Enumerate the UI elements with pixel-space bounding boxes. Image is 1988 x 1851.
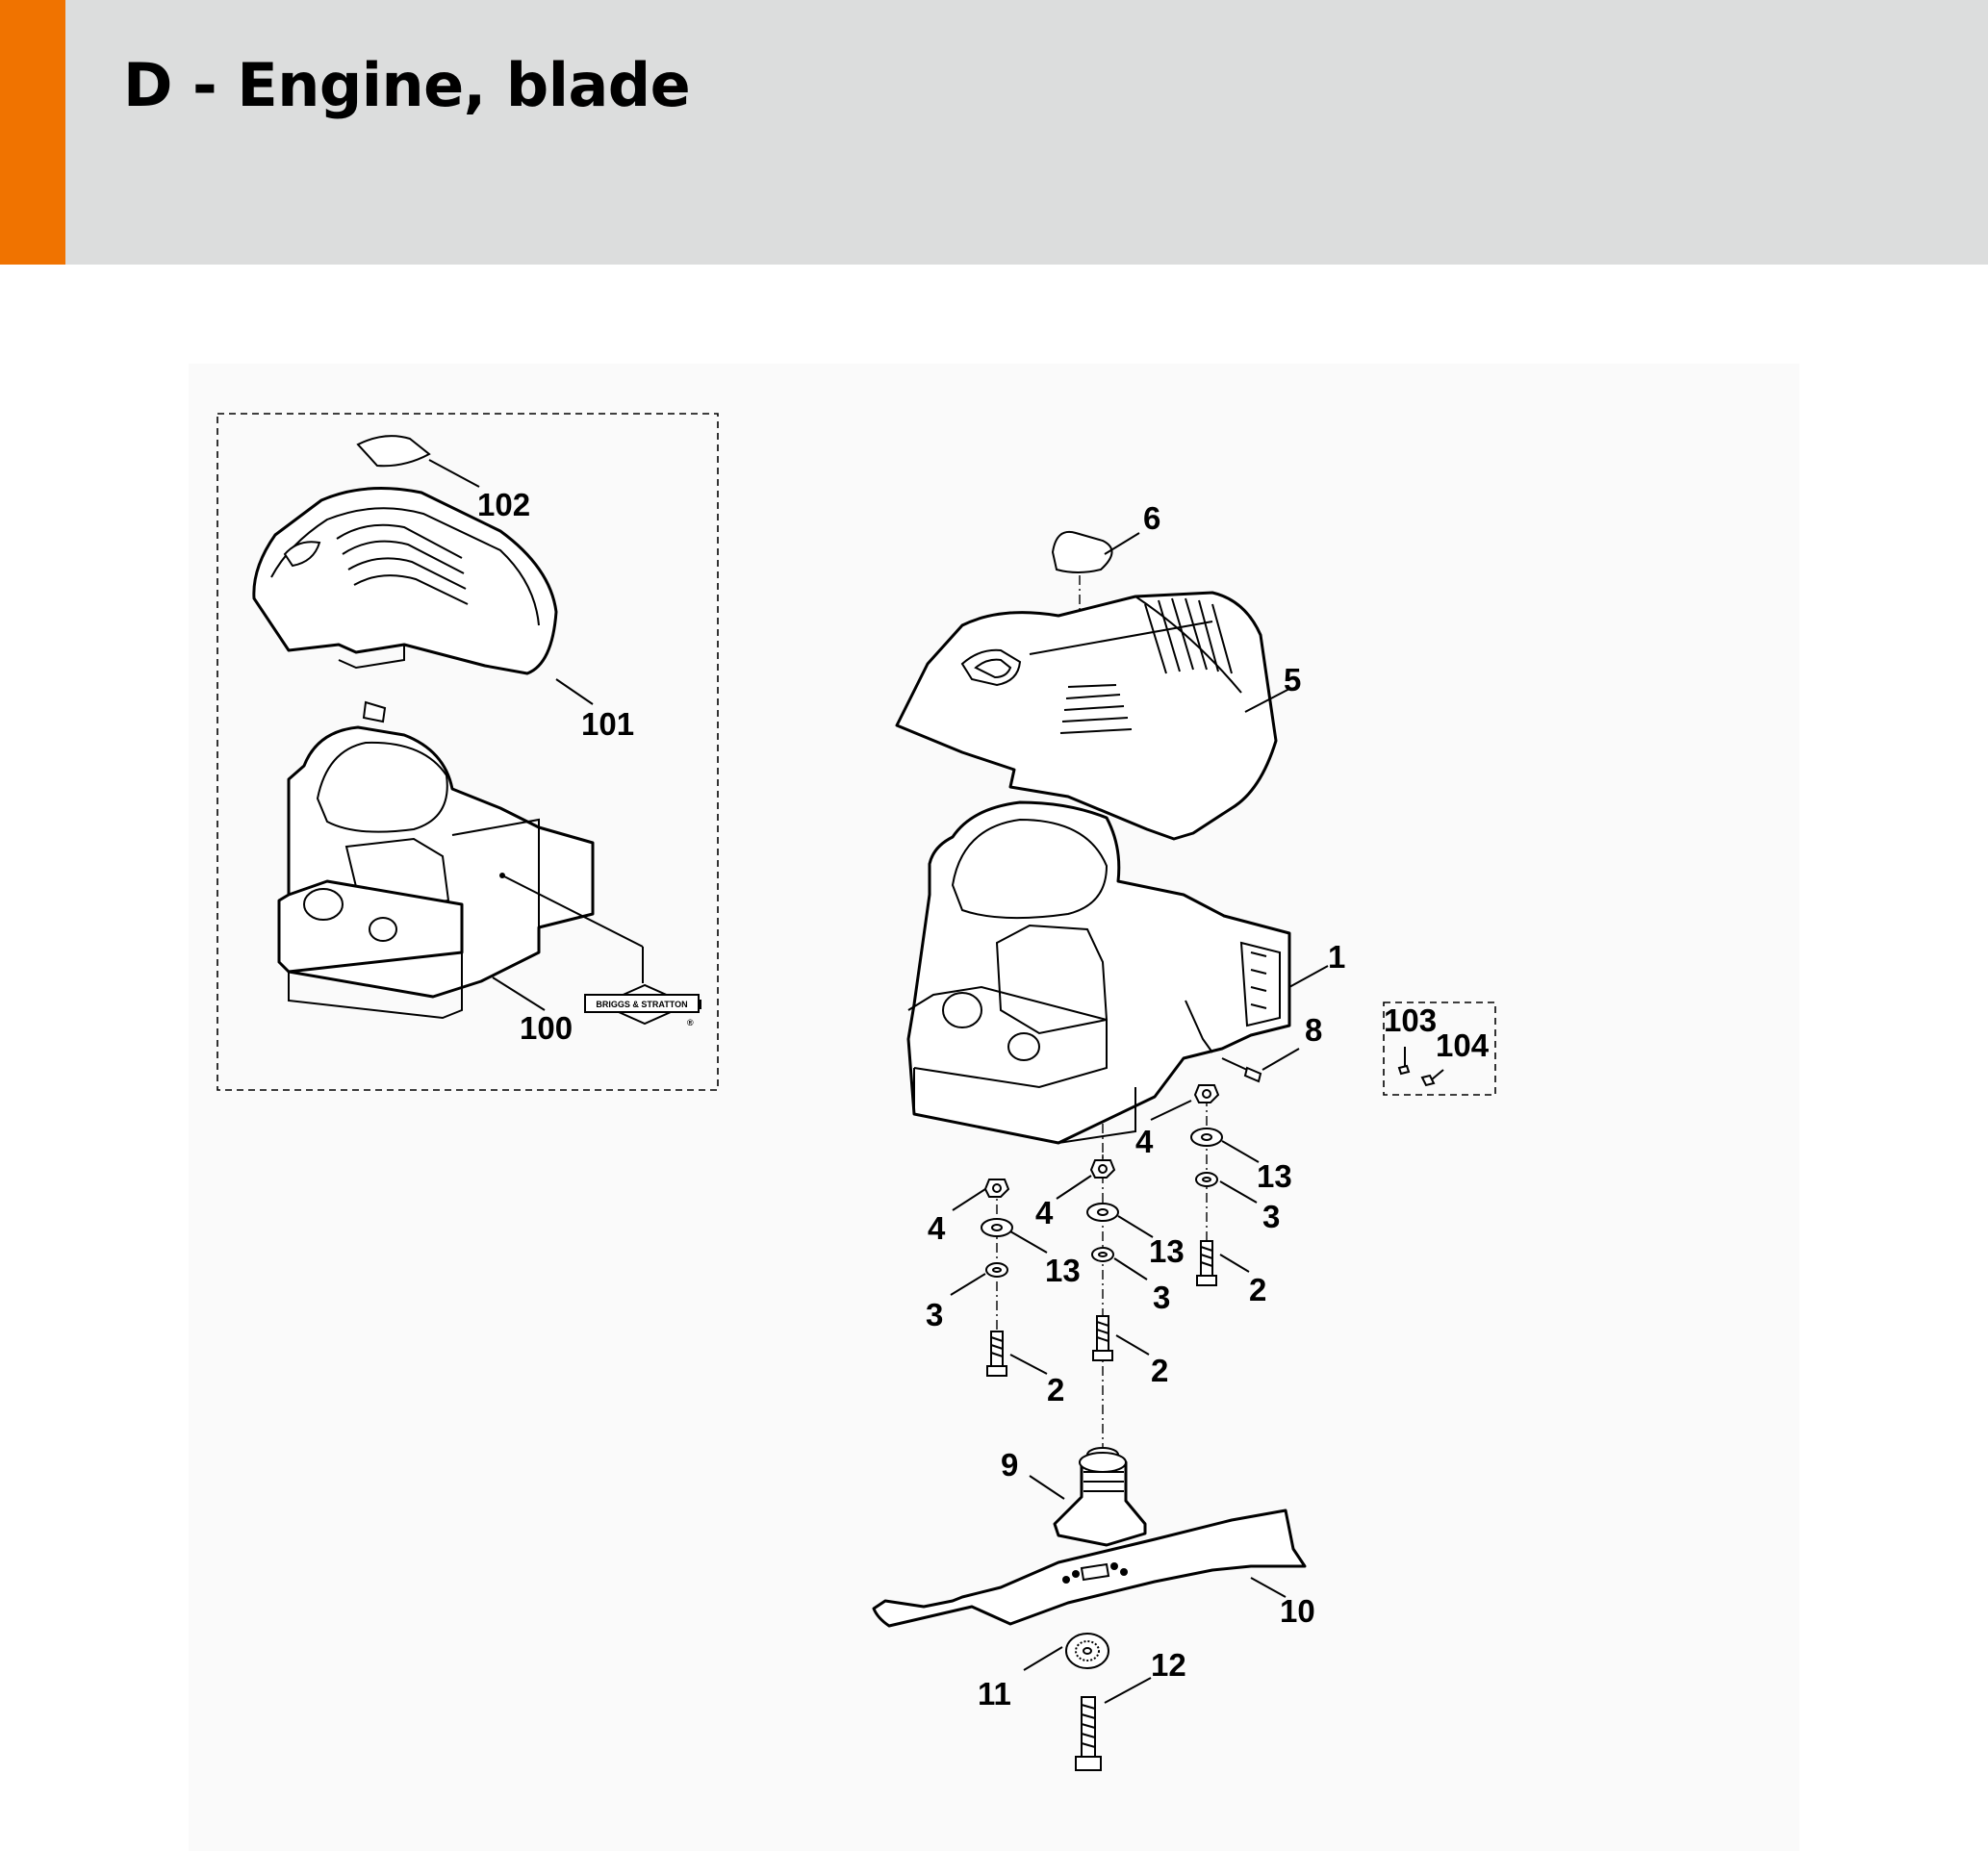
callout-4-center: 4	[1035, 1195, 1054, 1230]
part-101-engine-cover	[252, 487, 558, 675]
callout-3-right: 3	[1262, 1199, 1280, 1234]
part-12-blade-bolt	[1075, 1696, 1102, 1771]
part-10-blade	[872, 1509, 1307, 1628]
callout-4-left: 4	[928, 1210, 946, 1246]
briggs-stratton-logo: BRIGGS & STRATTON ®	[584, 983, 701, 1027]
page-title: D - Engine, blade	[123, 50, 691, 120]
logo-text: BRIGGS & STRATTON	[596, 1000, 687, 1009]
part-8-bolt	[1221, 1057, 1262, 1083]
leader-100	[492, 976, 546, 1011]
part-103-small-bolt	[1397, 1064, 1411, 1076]
part-3-washer-right	[1195, 1172, 1218, 1187]
part-9-blade-adapter	[1053, 1447, 1147, 1547]
callout-3-center: 3	[1153, 1280, 1170, 1315]
callout-102: 102	[477, 487, 530, 522]
parts-103-104-box	[1383, 1002, 1496, 1096]
part-5-engine-cover	[895, 591, 1278, 841]
callout-11: 11	[978, 1676, 1011, 1712]
part-100-engine	[277, 700, 644, 1020]
callout-10: 10	[1280, 1593, 1315, 1629]
callout-103: 103	[1384, 1002, 1437, 1038]
logo-registered-mark: ®	[687, 1018, 694, 1027]
part-2-bolt-right	[1196, 1240, 1217, 1286]
callout-1: 1	[1328, 939, 1345, 975]
callout-6: 6	[1143, 500, 1160, 536]
part-6-decal	[1051, 531, 1113, 573]
part-1-engine	[906, 800, 1291, 1145]
part-2-bolt-left	[986, 1331, 1007, 1377]
callout-12: 12	[1151, 1647, 1186, 1683]
callout-2-left: 2	[1047, 1372, 1064, 1407]
part-3-washer-center	[1091, 1247, 1114, 1262]
callout-104: 104	[1436, 1027, 1490, 1063]
callout-9: 9	[1001, 1447, 1018, 1483]
callout-2-right: 2	[1249, 1272, 1266, 1307]
callout-101: 101	[581, 706, 634, 742]
part-13-washer-right	[1190, 1128, 1223, 1147]
callout-5: 5	[1284, 662, 1301, 697]
header-bar	[0, 0, 1988, 265]
header-accent-stripe	[0, 0, 65, 265]
part-2-bolt-center	[1092, 1315, 1113, 1361]
part-4-nut-center	[1089, 1159, 1116, 1179]
leader-102	[428, 459, 480, 488]
callout-3-left: 3	[926, 1297, 943, 1332]
part-4-nut-right	[1193, 1084, 1220, 1103]
callout-2-center: 2	[1151, 1353, 1168, 1388]
callout-13-center: 13	[1149, 1233, 1185, 1269]
engine-kit-box	[217, 413, 719, 1091]
part-102-decal	[356, 435, 431, 468]
callout-100: 100	[520, 1010, 573, 1046]
leader-101	[555, 678, 594, 705]
callout-13-left: 13	[1045, 1253, 1081, 1288]
callout-8: 8	[1305, 1012, 1322, 1048]
part-104-small-bolt	[1420, 1074, 1436, 1087]
callout-4-right: 4	[1135, 1124, 1154, 1159]
leader-lines	[950, 532, 1329, 1704]
part-4-nut-left	[983, 1179, 1010, 1198]
callout-13-right: 13	[1257, 1158, 1292, 1194]
part-3-washer-left	[985, 1262, 1008, 1278]
part-13-washer-left	[981, 1218, 1013, 1237]
part-13-washer-center	[1086, 1203, 1119, 1222]
part-11-serrated-washer	[1065, 1633, 1109, 1669]
